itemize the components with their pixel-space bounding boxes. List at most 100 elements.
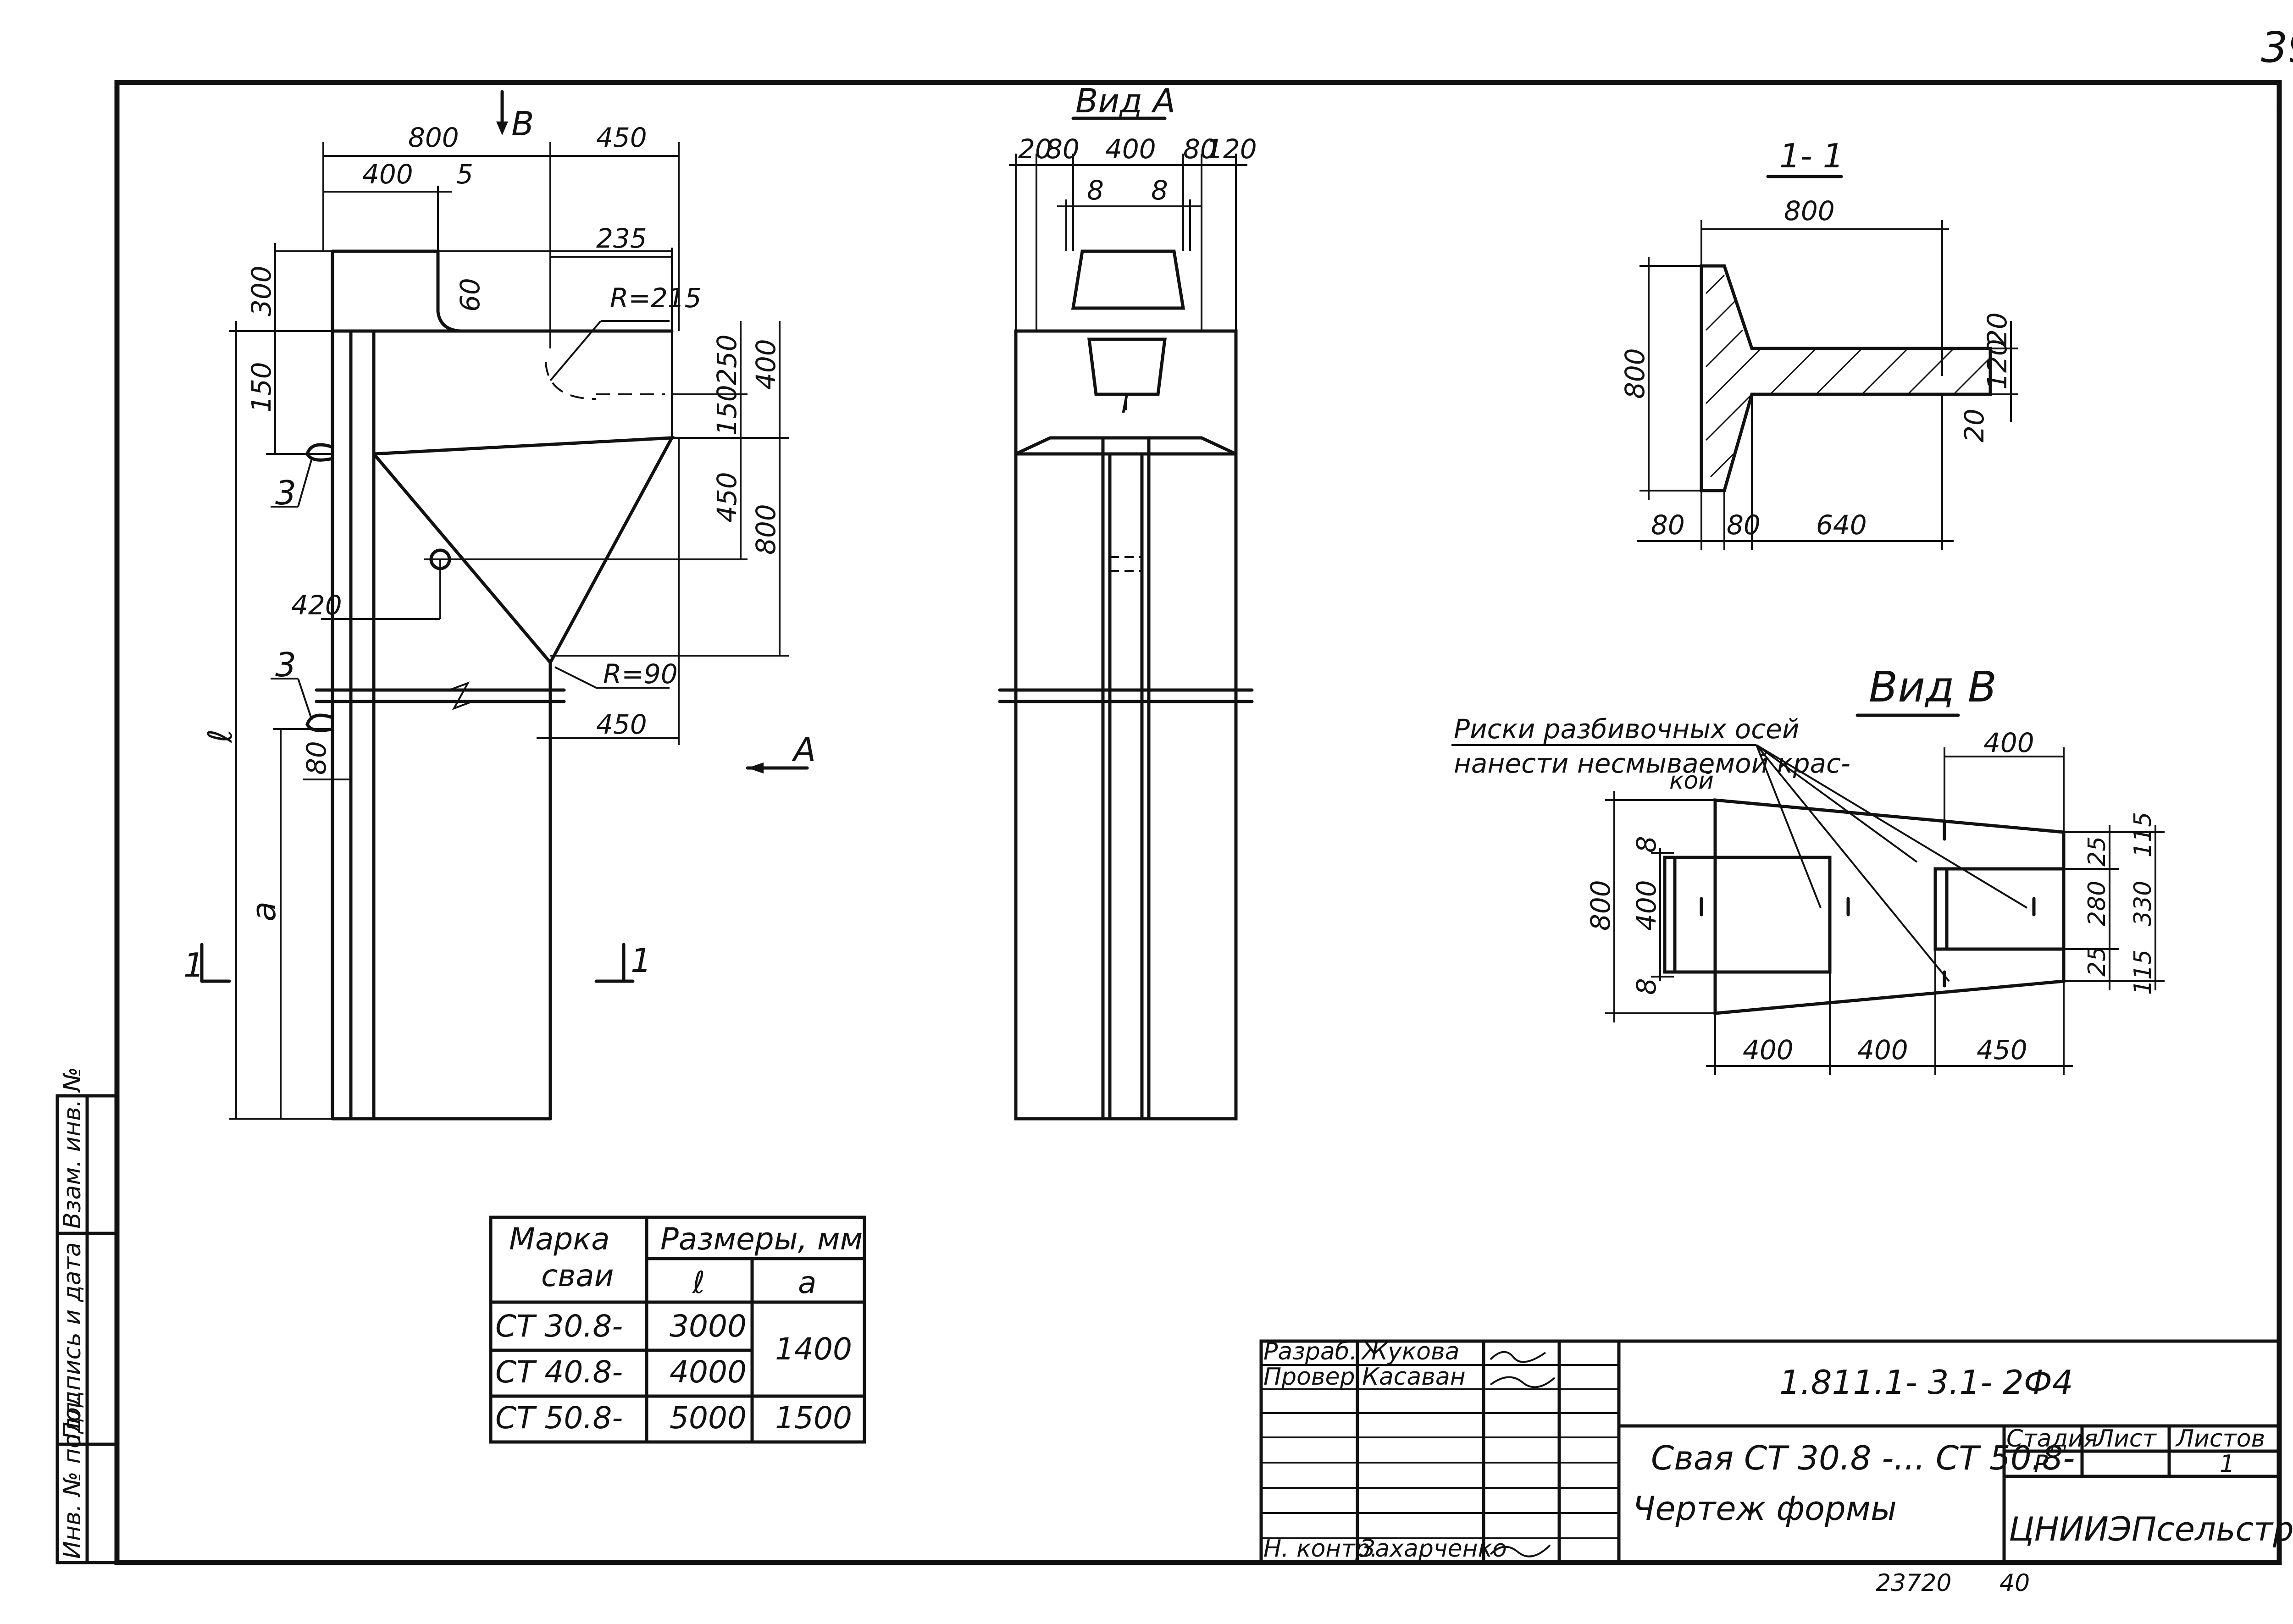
tb-title-line2: Чертеж формы (1633, 1489, 1897, 1528)
dim-150: 150 (246, 362, 277, 413)
tb-name-checker: Касаван (1362, 1363, 1466, 1391)
dim-300: 300 (246, 265, 277, 316)
view-b-note-line3: кой (1669, 767, 1714, 795)
section-cut-left (200, 943, 231, 983)
stamp-vzam: Взам. инв. № (59, 1067, 86, 1229)
tb-name-normcontrol: Захарченко (1360, 1535, 1507, 1563)
section-dim-20-top: 20 (1982, 312, 2013, 346)
section-dim-800-left: 800 (1619, 348, 1651, 399)
tb-signature-1 (1490, 1351, 1546, 1363)
tb-stage-label: Стадия (2006, 1425, 2098, 1453)
view-b-dim-115-top: 115 (2129, 812, 2157, 857)
tb-sheet-label: Лист (2095, 1425, 2157, 1453)
tb-title-line1: Свая СТ 30.8 -... СТ 50.8- (1651, 1439, 2075, 1477)
view-b-note-line1: Риски разбивочных осей (1454, 713, 1800, 745)
view-a-dim-400: 400 (1105, 133, 1156, 165)
dim-450-right: 450 (711, 472, 742, 523)
section-dim-800-top: 800 (1784, 195, 1835, 226)
table-row1-mark: СТ 30.8- (495, 1309, 623, 1344)
view-a-dim-120: 120 (1206, 133, 1257, 165)
view-b-dim-25-bottom: 25 (2083, 946, 2111, 977)
tb-organization: ЦНИИЭПсельстрой (2009, 1510, 2293, 1548)
dim-420: 420 (291, 590, 342, 621)
dim-400-right: 400 (750, 339, 781, 390)
dim-r90: R=90 (603, 658, 678, 690)
tb-sheets-value: 1 (2220, 1450, 2235, 1478)
view-a-dim-8-right: 8 (1151, 175, 1168, 206)
view-a-dim-80-left: 80 (1046, 133, 1080, 165)
view-a-letter: A (792, 730, 816, 769)
stamp-sign-date: Подпись и дата (59, 1242, 86, 1440)
sheet-code-2: 40 (1999, 1569, 2030, 1597)
title-block (1259, 1339, 2281, 1564)
view-a-marker (746, 762, 809, 773)
table-header-mark2: сваи (541, 1258, 614, 1293)
section-left-num: 1 (183, 946, 205, 984)
dim-800: 800 (408, 122, 459, 153)
section-dim-640: 640 (1816, 509, 1867, 541)
tb-doc-code: 1.811.1- 3.1- 2Ф4 (1779, 1363, 2073, 1402)
tb-signature-2 (1490, 1376, 1556, 1388)
section-dim-80-b: 80 (1727, 509, 1761, 541)
view-b-title: Вид В (1869, 663, 1997, 712)
section-dim-120: 120 (1982, 339, 2013, 390)
pile-elevation (229, 142, 789, 1121)
view-b-dim-115-bottom: 115 (2129, 950, 2157, 995)
section-title: 1- 1 (1779, 137, 1844, 175)
view-b-dim-400-left: 400 (1631, 880, 1662, 931)
dim-60: 60 (454, 278, 486, 312)
view-b-dim-450-b3: 450 (1977, 1034, 2027, 1066)
table-col-l: ℓ (692, 1265, 705, 1300)
view-b-dim-25-top: 25 (2083, 836, 2111, 867)
view-b-note-line2: нанести несмываемой крас- (1454, 748, 1850, 779)
dim-800-right: 800 (750, 504, 781, 555)
dim-l: ℓ (201, 729, 239, 744)
tb-role-developer: Разраб. (1263, 1338, 1357, 1365)
table-header-sizes: Размеры, мм (660, 1221, 863, 1257)
dim-a: a (244, 901, 283, 922)
view-b-letter: B (511, 105, 534, 143)
table-row3-mark: СТ 50.8- (495, 1400, 623, 1436)
table-row1-l: 3000 (670, 1309, 747, 1344)
sheet-frame (114, 80, 2282, 1565)
side-stamp (55, 1094, 119, 1564)
view-b-dim-280: 280 (2083, 881, 2111, 926)
view-a-drawing (998, 154, 1254, 1121)
dim-150-right: 150 (711, 385, 742, 436)
stamp-inv-podl: Инв. № подл. (59, 1394, 86, 1559)
tb-signature-3 (1490, 1544, 1551, 1558)
size-table (489, 1215, 866, 1444)
view-b-dim-400-b2: 400 (1857, 1034, 1908, 1066)
dim-400: 400 (362, 159, 413, 190)
tb-name-developer: Жукова (1361, 1338, 1460, 1365)
dim-5: 5 (456, 159, 473, 190)
table-row3-a: 1500 (775, 1400, 852, 1436)
sheet-code: 23720 (1876, 1569, 1951, 1597)
table-row2-l: 4000 (670, 1354, 747, 1390)
section-cut-right (594, 943, 635, 983)
view-b-dim-800: 800 (1585, 880, 1616, 931)
view-a-dim-8-left: 8 (1087, 175, 1104, 206)
table-row3-l: 5000 (670, 1400, 747, 1436)
view-a-dim-80-right: 80 (1183, 133, 1217, 165)
view-b-dim-330: 330 (2129, 881, 2157, 926)
section-dim-80-a: 80 (1651, 509, 1685, 541)
dim-235: 235 (596, 223, 647, 254)
view-b-dim-400-b1: 400 (1743, 1034, 1794, 1066)
view-b-drawing (1605, 744, 2165, 1075)
tb-stage-value: Р (2034, 1450, 2049, 1478)
section-drawing (1637, 220, 2018, 550)
section-right-num: 1 (631, 941, 652, 980)
view-b-dim-8-bottom: 8 (1631, 978, 1662, 995)
view-a-center-mark: I (1121, 388, 1129, 419)
tb-role-normcontrol: Н. контр. (1263, 1535, 1378, 1563)
table-row2-mark: СТ 40.8- (495, 1354, 623, 1390)
table-row1-a: 1400 (775, 1331, 852, 1367)
section-dim-20-bottom: 20 (1959, 409, 1990, 442)
page-number: 39 (2261, 23, 2293, 72)
table-header-mark: Марка (509, 1221, 610, 1257)
dim-450-bottom: 450 (596, 709, 647, 740)
dim-80: 80 (301, 741, 332, 775)
view-a-title: Вид А (1075, 82, 1175, 120)
